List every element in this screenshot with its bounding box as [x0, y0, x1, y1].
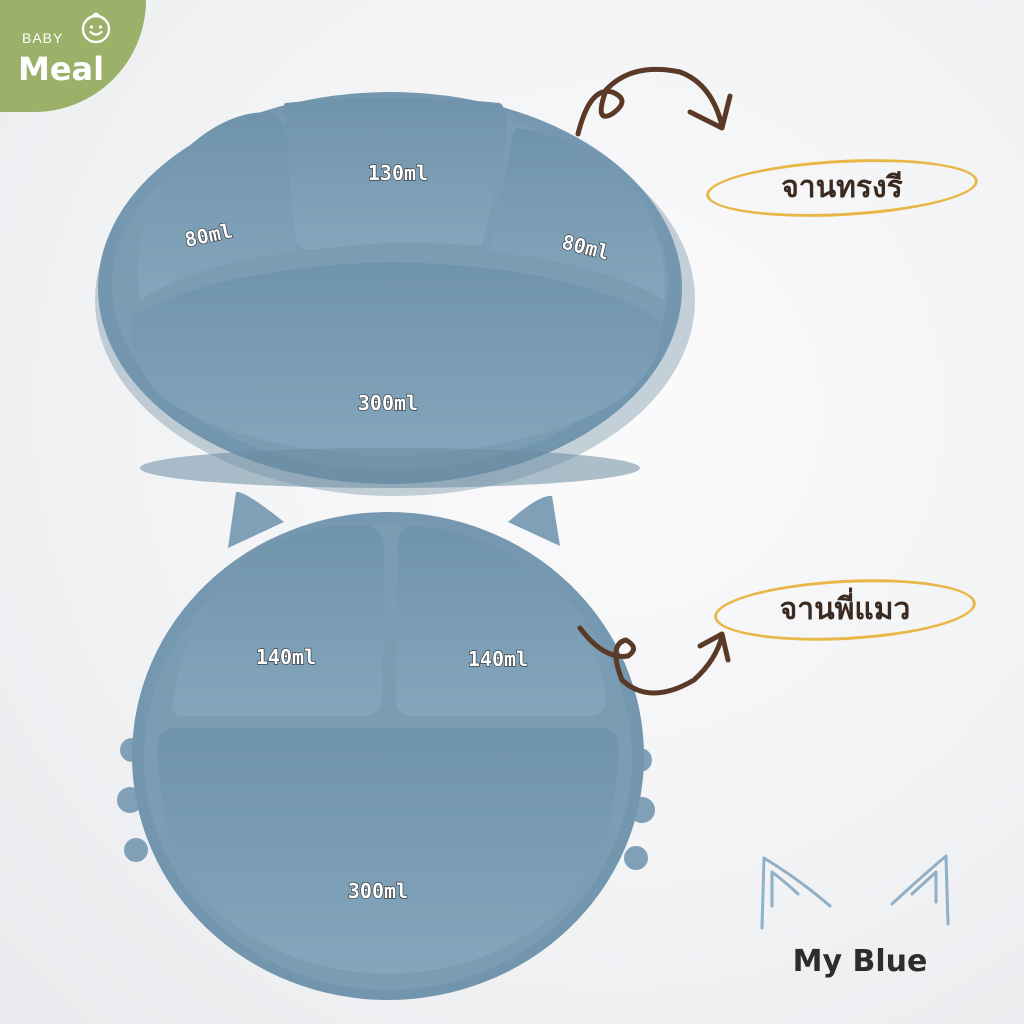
cat-plate-name-label: จานพี่แมว — [712, 573, 978, 647]
cat-label-bottom: 300ml — [348, 879, 408, 903]
oval-section-top-left — [137, 112, 296, 300]
oval-label-top-middle: 130ml — [368, 161, 428, 185]
oval-section-bottom — [131, 262, 662, 456]
curly-arrow-cat — [577, 625, 731, 696]
cat-section-top-right — [396, 525, 606, 716]
logo-meal-text: Meal — [18, 50, 105, 88]
cat-ears-icon — [760, 854, 950, 930]
oval-plate-name: จานทรงรี — [781, 170, 903, 205]
oval-plate — [95, 92, 695, 496]
cat-section-bottom — [157, 728, 619, 974]
curly-arrow-oval — [575, 66, 733, 137]
cat-section-top-left — [172, 524, 384, 716]
color-name: My Blue — [792, 944, 928, 979]
cat-label-top-right: 140ml — [468, 647, 528, 671]
cat-plate-name: จานพี่แมว — [779, 592, 911, 627]
oval-label-bottom: 300ml — [358, 391, 418, 415]
oval-section-top-middle — [283, 97, 507, 250]
oval-section-top-right — [490, 128, 665, 300]
oval-plate-name-label: จานทรงรี — [704, 152, 980, 224]
baby-face-icon — [81, 12, 111, 44]
cat-plate — [117, 491, 655, 1000]
logo-baby-text: BABY — [22, 30, 64, 46]
cat-label-top-left: 140ml — [256, 645, 316, 669]
